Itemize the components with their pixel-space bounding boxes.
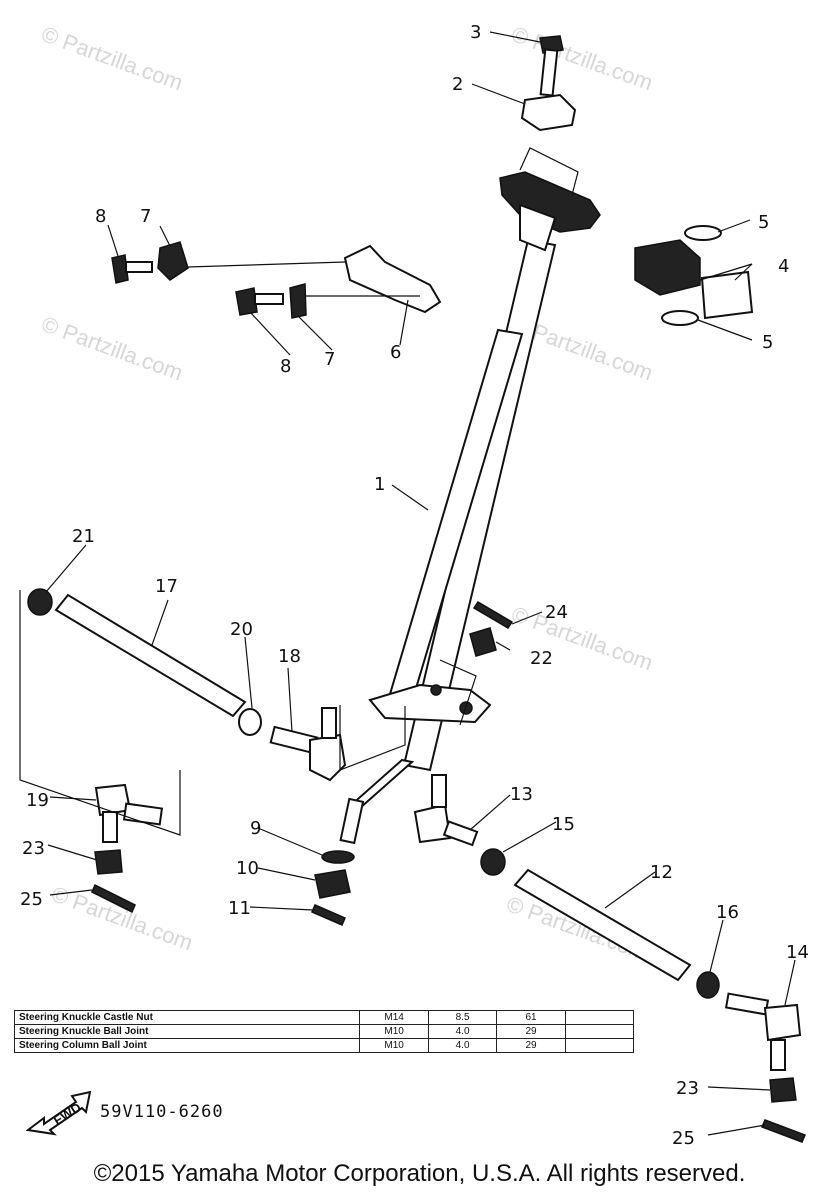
callout-11: 11 [228, 898, 251, 919]
torque-spec-table: Steering Knuckle Castle Nut M14 8.5 61 S… [13, 1010, 635, 1053]
callout-8: 8 [95, 206, 106, 227]
fwd-arrow-icon: FWD [26, 1090, 92, 1136]
torque-nm: 8.5 [427, 1010, 498, 1025]
callout-17: 17 [155, 576, 178, 597]
callout-19: 19 [26, 790, 49, 811]
torque-blank-cell [564, 1024, 635, 1039]
callout-4: 4 [778, 256, 789, 277]
watermark: © Partzilla.com [38, 21, 186, 95]
leader-lines [45, 31, 796, 1136]
bushing-set [634, 225, 754, 326]
watermark: © Partzilla.com [508, 21, 656, 95]
copyright-notice: ©2015 Yamaha Motor Corporation, U.S.A. A… [93, 1160, 746, 1187]
callout-23b: 23 [676, 1078, 699, 1099]
torque-part-name: Steering Knuckle Ball Joint [13, 1024, 361, 1039]
torque-ftlb: 29 [496, 1038, 566, 1053]
callout-5: 5 [758, 212, 769, 233]
torque-ftlb: 29 [496, 1024, 566, 1039]
callout-10: 10 [236, 858, 259, 879]
table-row: Steering Knuckle Castle Nut M14 8.5 61 [13, 1010, 635, 1025]
assembly-lines [19, 147, 579, 836]
steering-column [339, 238, 557, 845]
callout-13: 13 [510, 784, 533, 805]
hardware [91, 600, 806, 1143]
bolt-3 [539, 35, 564, 97]
callout-1: 1 [374, 474, 385, 495]
callout-15: 15 [552, 814, 575, 835]
torque-part-name: Steering Knuckle Castle Nut [13, 1010, 361, 1025]
callout-7: 7 [140, 206, 151, 227]
callout-24: 24 [545, 602, 568, 623]
torque-blank-cell [564, 1010, 635, 1025]
callout-23: 23 [22, 838, 45, 859]
torque-ftlb: 61 [496, 1010, 566, 1025]
callout-25: 25 [20, 889, 43, 910]
torque-nm: 4.0 [427, 1038, 498, 1053]
table-row: Steering Knuckle Ball Joint M10 4.0 29 [13, 1024, 635, 1039]
callout-7b: 7 [324, 349, 335, 370]
callout-5b: 5 [762, 332, 773, 353]
callout-9: 9 [250, 818, 261, 839]
callout-14: 14 [786, 942, 809, 963]
lower-arm [368, 683, 492, 724]
torque-blank-cell [564, 1038, 635, 1053]
callout-12: 12 [650, 862, 673, 883]
torque-size: M10 [359, 1024, 429, 1039]
callout-18: 18 [278, 646, 301, 667]
table-row: Steering Column Ball Joint M10 4.0 29 [13, 1038, 635, 1053]
pitman-arm [111, 241, 442, 319]
torque-size: M10 [359, 1038, 429, 1053]
callout-3: 3 [470, 22, 481, 43]
callout-25b: 25 [672, 1128, 695, 1149]
callout-22: 22 [530, 648, 553, 669]
callout-6: 6 [390, 342, 401, 363]
torque-nm: 4.0 [427, 1024, 498, 1039]
callout-2: 2 [452, 74, 463, 95]
callout-8b: 8 [280, 356, 291, 377]
tie-rod-17 [27, 588, 262, 736]
torque-part-name: Steering Column Ball Joint [13, 1038, 361, 1053]
callout-16: 16 [716, 902, 739, 923]
column-holder [499, 93, 601, 252]
torque-size: M14 [359, 1010, 429, 1025]
callout-20: 20 [230, 619, 253, 640]
callout-21: 21 [72, 526, 95, 547]
diagram-code: 59V110-6260 [100, 1102, 224, 1122]
watermark: © Partzilla.com [38, 311, 186, 385]
callouts: 3 2 8 7 5 4 5 8 7 6 1 21 17 24 20 22 18 … [20, 22, 809, 1149]
tie-rod-12 [480, 848, 720, 999]
